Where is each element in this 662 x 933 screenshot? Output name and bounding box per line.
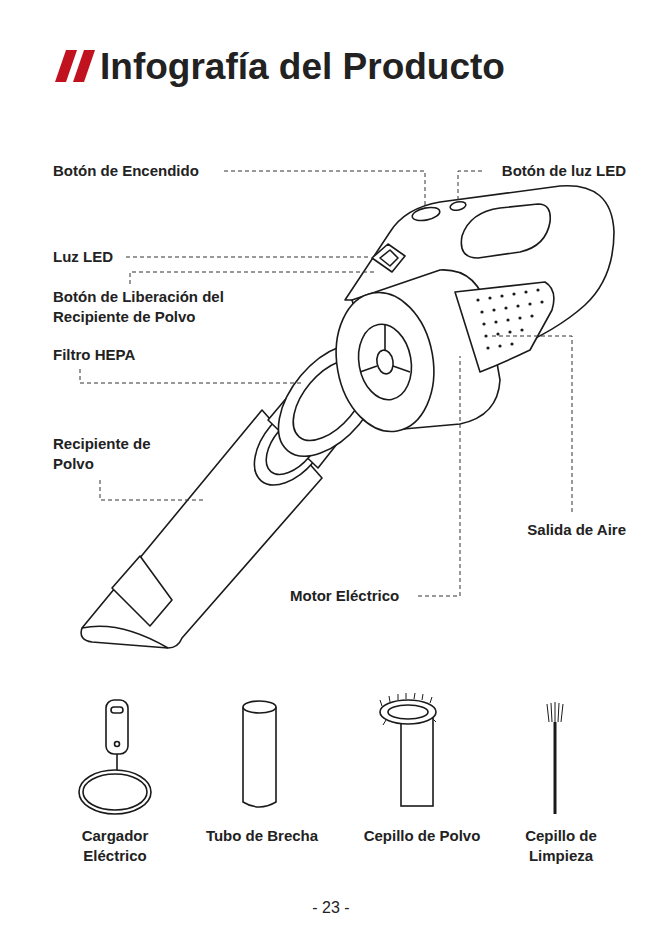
leader-lines (80, 171, 572, 596)
part-label: Motor Eléctrico (290, 586, 420, 606)
air-outlet-holes (476, 288, 543, 349)
part-label: Cargador Eléctrico (69, 826, 161, 865)
part-label: Botón de Liberación del Recipiente de Po… (53, 287, 258, 326)
brush-bristles (380, 693, 563, 725)
part-label: Botón de luz LED (466, 161, 626, 181)
part-label: Tubo de Brecha (192, 826, 332, 846)
page-title: Infografía del Producto (100, 46, 505, 88)
part-label: Cepillo de Limpieza (511, 826, 611, 865)
part-label: Recipiente de Polvo (53, 434, 153, 473)
part-label: Luz LED (53, 247, 133, 267)
part-label: Cepillo de Polvo (350, 826, 495, 846)
page-number: - 23 - (291, 898, 371, 919)
accessories-drawing (79, 700, 555, 814)
part-label: Salida de Aire (486, 520, 626, 540)
title-mark (55, 50, 95, 82)
vacuum-drawing (81, 186, 614, 648)
part-label: Botón de Encendido (53, 161, 223, 181)
part-label: Filtro HEPA (53, 345, 163, 365)
